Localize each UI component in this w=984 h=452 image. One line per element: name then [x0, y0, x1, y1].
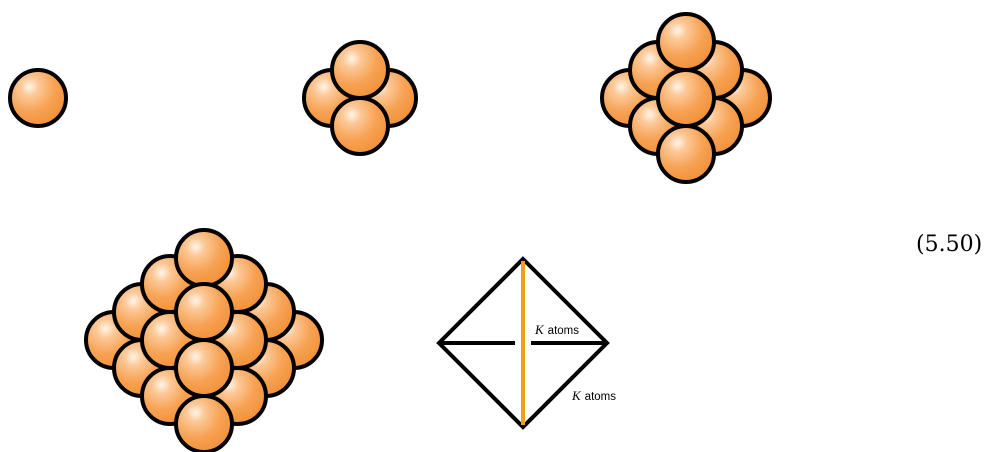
pyramid-k3 [600, 12, 772, 184]
atom [174, 338, 234, 398]
pyramid-k1 [8, 68, 68, 128]
atom [330, 96, 390, 156]
atom [174, 228, 234, 288]
pyramid-k2 [302, 40, 418, 156]
atom [656, 68, 716, 128]
diamond-outline [436, 256, 610, 430]
atom [656, 124, 716, 184]
equation-number: (5.50) [916, 232, 982, 257]
atom [330, 40, 390, 100]
atom [656, 12, 716, 72]
atom [174, 394, 234, 452]
pyramid-k4 [84, 228, 324, 452]
atom [8, 68, 68, 128]
atom [174, 282, 234, 342]
